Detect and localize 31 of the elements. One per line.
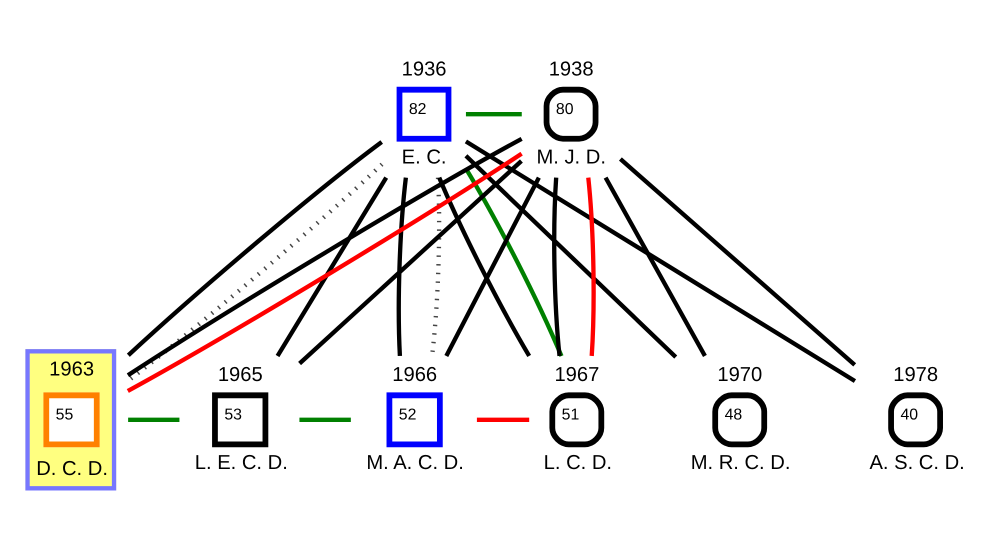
connector [604, 176, 707, 356]
connector [126, 140, 383, 356]
connector [128, 417, 180, 422]
node-label: M. R. C. D. [690, 452, 790, 474]
node-label: A. S. C. D. [869, 452, 965, 474]
connector [466, 112, 522, 116]
node-label: 1966 [392, 364, 438, 386]
node-label: 1970 [717, 364, 762, 386]
connector [552, 177, 562, 356]
connector [444, 176, 541, 356]
node-label: M. J. D. [536, 146, 606, 168]
node-label: E. C. [402, 146, 446, 168]
connector [586, 176, 596, 356]
node-label: L. C. D. [544, 452, 612, 474]
connector [276, 176, 388, 357]
node-label: 1967 [554, 364, 600, 386]
connector [299, 417, 351, 422]
connector [464, 139, 856, 382]
connector [618, 156, 856, 366]
connector [126, 162, 384, 382]
node-label: 1938 [548, 58, 594, 80]
connector [464, 154, 678, 358]
connector [298, 158, 523, 365]
node-label: M. A. C. D. [366, 452, 464, 474]
node-label: L. E. C. D. [194, 452, 288, 474]
connector [396, 176, 408, 356]
node-label: 1936 [402, 58, 447, 80]
connector [476, 417, 530, 422]
node-label: 1965 [218, 364, 263, 386]
node-label: 1978 [893, 364, 938, 386]
connector [437, 176, 532, 357]
